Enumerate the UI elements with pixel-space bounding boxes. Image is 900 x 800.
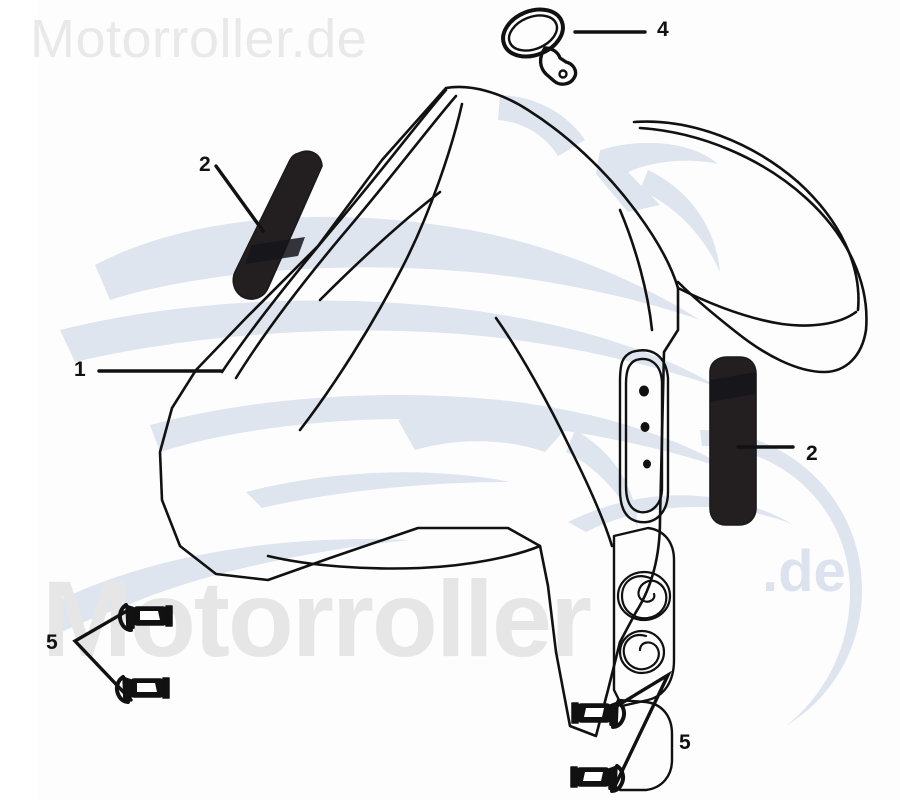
- leader-lines: [72, 30, 795, 790]
- part-push-clip-right-b[interactable]: [570, 764, 626, 793]
- part-reflector-right[interactable]: [709, 356, 757, 526]
- callout-label-5-left[interactable]: 5: [46, 631, 58, 654]
- leader-line-2-left: [214, 164, 265, 233]
- part-front-fender-body[interactable]: [158, 85, 868, 738]
- part-push-clip-right-a[interactable]: [571, 700, 627, 729]
- part-push-clip-left-b[interactable]: [114, 675, 170, 704]
- leader-line-5-left: [72, 606, 134, 702]
- callout-label-4[interactable]: 4: [657, 18, 669, 41]
- part-reflector-left[interactable]: [232, 150, 323, 300]
- boss-thread-spiral-upper: [616, 570, 672, 622]
- callout-label-2-right[interactable]: 2: [806, 442, 818, 465]
- bracket-mounting-holes: [639, 385, 651, 469]
- part-rubber-grommet[interactable]: [496, 1, 578, 86]
- callout-label-2-left[interactable]: 2: [199, 153, 211, 176]
- boss-thread-spiral-lower: [618, 629, 666, 675]
- brand-swoosh-logo: [60, 95, 862, 726]
- watermark-top: Motorroller.de: [30, 9, 368, 69]
- fender-mounting-bracket[interactable]: [618, 349, 670, 524]
- fender-lower-bosses[interactable]: [612, 526, 676, 792]
- callout-label-1[interactable]: 1: [74, 358, 86, 381]
- callout-label-5-right[interactable]: 5: [679, 731, 691, 754]
- leader-line-5-right: [610, 670, 672, 790]
- watermark-de: .de: [762, 539, 846, 604]
